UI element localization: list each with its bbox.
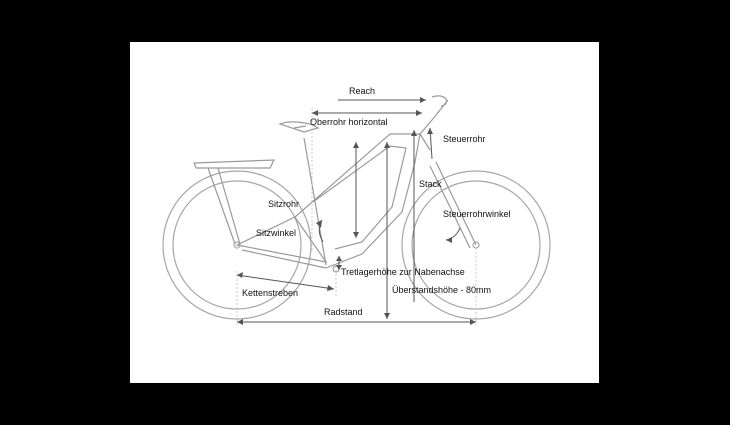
label-top-tube: Oberrohr horizontal bbox=[310, 117, 388, 127]
reference-lines bbox=[236, 108, 477, 325]
label-stack: Stack bbox=[419, 179, 442, 189]
measurement-arrows bbox=[236, 97, 476, 325]
bike-geometry-diagram bbox=[162, 95, 551, 325]
label-wheelbase: Radstand bbox=[324, 307, 363, 317]
label-bb-height: Tretlagerhöhe zur Nabenachse bbox=[341, 267, 465, 277]
rear-rack bbox=[193, 159, 275, 245]
geometry-canvas: Reach Oberrohr horizontal Steuerrohr Sta… bbox=[130, 42, 599, 383]
label-standover: Überstandshöhe - 80mm bbox=[392, 285, 492, 295]
label-chainstays: Kettenstreben bbox=[242, 288, 299, 298]
label-seat-tube: Sitzrohr bbox=[268, 199, 300, 209]
label-seat-angle: Sitzwinkel bbox=[256, 228, 297, 238]
label-head-tube: Steuerrohr bbox=[443, 134, 486, 144]
label-head-angle: Steuerrohrwinkel bbox=[443, 209, 511, 219]
label-reach: Reach bbox=[349, 86, 376, 96]
bike-frame bbox=[235, 95, 477, 273]
